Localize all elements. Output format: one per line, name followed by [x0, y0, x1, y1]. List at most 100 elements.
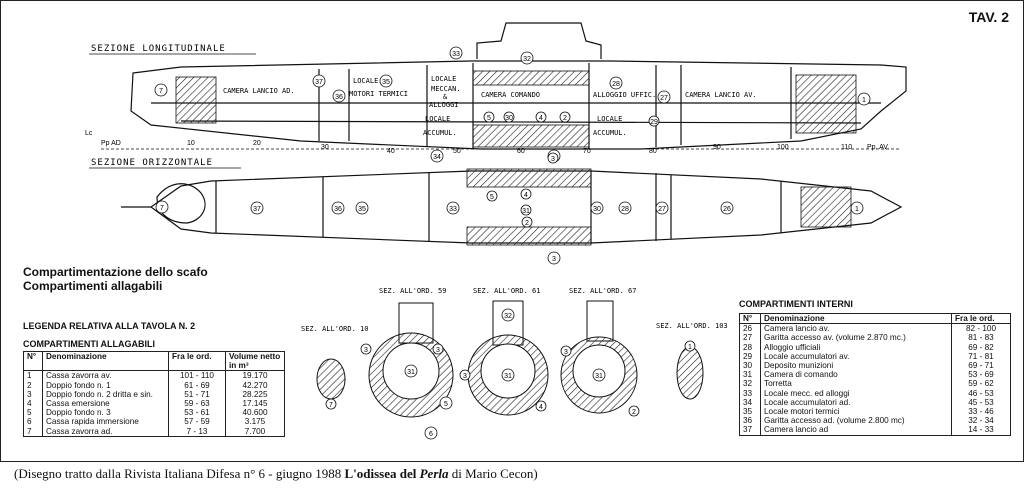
svg-text:30: 30	[321, 144, 329, 151]
svg-text:3: 3	[463, 373, 467, 380]
cross-section-67: 31 3 2	[560, 300, 640, 417]
svg-text:33: 33	[449, 206, 457, 213]
svg-text:60: 60	[517, 148, 525, 155]
svg-text:36: 36	[335, 94, 343, 101]
article-title: L'odissea del Perla	[344, 466, 449, 481]
room-motori-termici: MOTORI TERMICI	[349, 90, 408, 98]
svg-text:29: 29	[650, 119, 658, 126]
svg-text:5: 5	[490, 194, 494, 201]
svg-text:1: 1	[862, 97, 866, 104]
svg-text:31: 31	[595, 373, 603, 380]
svg-text:34: 34	[433, 154, 441, 161]
room-alloggi: ALLOGGI	[429, 101, 459, 109]
svg-text:2: 2	[632, 409, 636, 416]
room-camera-lancio-av: CAMERA LANCIO AV.	[685, 91, 757, 99]
svg-text:3: 3	[552, 256, 556, 263]
room-alloggio-uffic: ALLOGGIO UFFIC.	[593, 91, 656, 99]
svg-text:31: 31	[504, 373, 512, 380]
svg-text:35: 35	[382, 79, 390, 86]
svg-text:110: 110	[841, 144, 852, 151]
svg-text:33: 33	[452, 51, 460, 58]
heading-floodable: Compartimenti allagabili	[23, 279, 163, 293]
hatch-double-bottom	[472, 124, 590, 148]
svg-text:7: 7	[159, 88, 163, 95]
label-sez-10: SEZ. ALL'ORD. 10	[301, 325, 368, 333]
hatch-tower-base	[472, 70, 590, 86]
cross-section-103: 1	[676, 340, 704, 400]
svg-text:31: 31	[407, 369, 415, 376]
room-locale-4: LOCALE	[597, 115, 622, 123]
room-accumul-2: ACCUMUL.	[593, 129, 627, 137]
hatch-horizontal-bow	[800, 186, 852, 228]
svg-text:4: 4	[539, 115, 543, 122]
axis-lc: Lc	[85, 130, 93, 137]
table-header-row: N° Denominazione Fra le ord. Volume nett…	[23, 350, 285, 372]
source-caption: (Disegno tratto dalla Rivista Italiana D…	[14, 466, 538, 481]
svg-text:28: 28	[621, 206, 629, 213]
svg-text:5: 5	[444, 401, 448, 408]
cross-section-10: 7	[316, 358, 346, 410]
svg-text:1: 1	[855, 206, 859, 213]
svg-text:7: 7	[160, 205, 164, 212]
svg-text:1: 1	[688, 344, 692, 351]
plate-number: TAV. 2	[968, 9, 1009, 25]
svg-text:50: 50	[453, 148, 461, 155]
label-sez-59: SEZ. ALL'ORD. 59	[379, 287, 446, 295]
svg-text:6: 6	[429, 431, 433, 438]
table-header-row: N° Denominazione Fra le ord.	[739, 312, 1011, 325]
cross-section-61: 32 31 3 4	[459, 300, 549, 416]
svg-text:2: 2	[525, 220, 529, 227]
label-horizontal: SEZIONE ORIZZONTALE	[91, 158, 213, 168]
svg-text:27: 27	[658, 206, 666, 213]
hatch-horizontal-bottom	[466, 226, 592, 246]
svg-text:3: 3	[564, 349, 568, 356]
horizontal-markers	[155, 152, 864, 265]
legend-subtitle: COMPARTIMENTI ALLAGABILI	[23, 339, 155, 349]
svg-text:36: 36	[334, 206, 342, 213]
longitudinal-markers	[154, 46, 871, 163]
hatch-bow-ballast	[795, 74, 857, 134]
svg-text:70: 70	[583, 148, 591, 155]
room-locale: LOCALE	[353, 77, 378, 85]
svg-text:7: 7	[329, 402, 333, 409]
svg-text:28: 28	[612, 81, 620, 88]
label-sez-67: SEZ. ALL'ORD. 67	[569, 287, 636, 295]
hatch-stern-ballast	[175, 76, 217, 124]
svg-text:5: 5	[487, 115, 491, 122]
svg-text:90: 90	[713, 144, 721, 151]
heading-compartmentation: Compartimentazione dello scafo	[23, 265, 208, 279]
svg-text:27: 27	[660, 95, 668, 102]
svg-text:3: 3	[551, 156, 555, 163]
axis-pp-ad: Pp AD	[101, 140, 121, 147]
room-accumul: ACCUMUL.	[423, 129, 457, 137]
svg-text:32: 32	[504, 313, 512, 320]
svg-text:31: 31	[522, 208, 530, 215]
svg-text:37: 37	[315, 79, 323, 86]
svg-text:4: 4	[539, 404, 543, 411]
svg-text:37: 37	[253, 206, 261, 213]
legend-title: LEGENDA RELATIVA ALLA TAVOLA N. 2	[23, 321, 196, 331]
label-sez-103: SEZ. ALL'ORD. 103	[656, 322, 728, 330]
room-locale-3: LOCALE	[425, 115, 450, 123]
svg-text:30: 30	[505, 115, 513, 122]
svg-text:3: 3	[364, 347, 368, 354]
svg-text:3: 3	[436, 347, 440, 354]
internal-title: COMPARTIMENTI INTERNI	[739, 299, 853, 309]
